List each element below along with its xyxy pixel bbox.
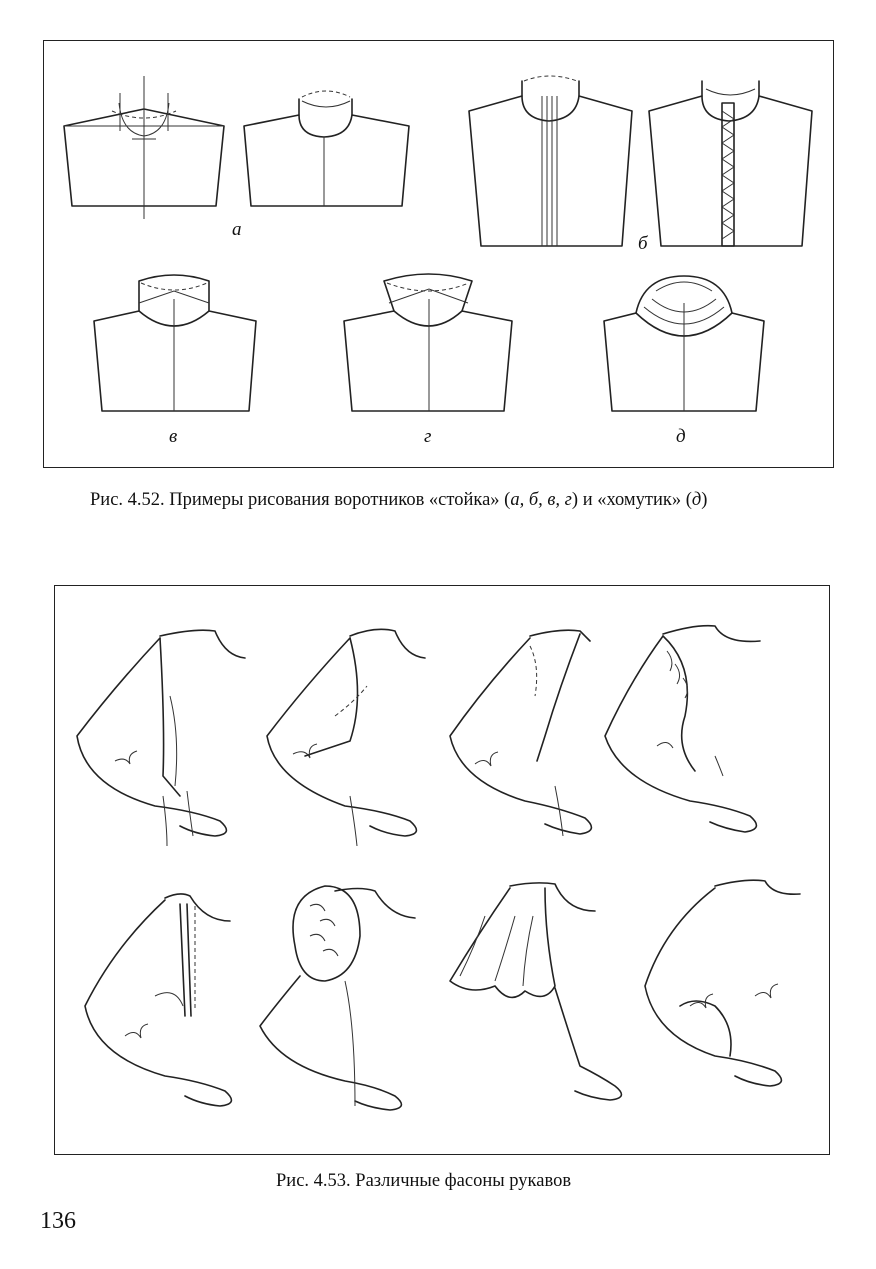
sleeve-1 bbox=[77, 630, 245, 846]
label-a: а bbox=[232, 219, 242, 241]
sleeve-drawings bbox=[55, 586, 829, 1154]
sleeve-4 bbox=[605, 626, 760, 832]
figure-4-52-caption: Рис. 4.52. Примеры рисования воротников … bbox=[90, 490, 707, 511]
label-g: г bbox=[424, 426, 431, 448]
sleeve-6-puff bbox=[260, 886, 415, 1110]
collar-g bbox=[344, 274, 512, 411]
sleeve-5 bbox=[85, 894, 231, 1106]
sleeve-3 bbox=[450, 630, 591, 836]
sleeve-8 bbox=[645, 880, 800, 1086]
label-v: в bbox=[169, 426, 177, 448]
label-d: д bbox=[676, 426, 686, 448]
caption-text: Примеры рисования воротников «стойка» ( bbox=[165, 490, 511, 510]
sleeve-2 bbox=[267, 629, 425, 846]
figure-4-53-sleeves bbox=[54, 585, 830, 1155]
caption-prefix: Рис. 4.52. bbox=[90, 490, 165, 510]
page-number: 136 bbox=[40, 1208, 76, 1235]
collar-d-khomutik bbox=[604, 276, 764, 411]
collar-b-embroidered bbox=[649, 81, 812, 246]
collar-drawings bbox=[44, 41, 833, 467]
caption-end: ) bbox=[701, 490, 707, 510]
figure-4-53-caption: Рис. 4.53. Различные фасоны рукавов bbox=[276, 1171, 571, 1192]
caption-letters-1: а, б, в, г bbox=[510, 490, 572, 510]
collar-a-construction bbox=[64, 76, 224, 219]
figure-4-52-collars: а б в г д bbox=[43, 40, 834, 468]
caption-mid: ) и «хомутик» ( bbox=[572, 490, 692, 510]
collar-v bbox=[94, 275, 256, 411]
collar-a-finished bbox=[244, 91, 409, 206]
collar-b-placket bbox=[469, 76, 632, 246]
label-b: б bbox=[638, 233, 648, 255]
caption-letters-2: д bbox=[692, 490, 701, 510]
sleeve-7-flounce bbox=[450, 883, 621, 1100]
